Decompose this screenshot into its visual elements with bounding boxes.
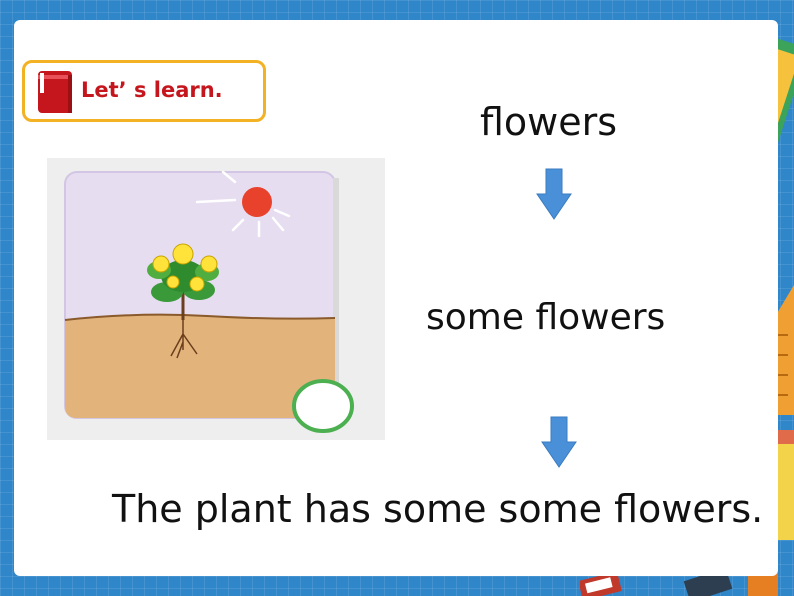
down-arrow-icon xyxy=(536,168,572,220)
flower-plant-icon xyxy=(147,243,219,320)
badge-title: Let’ s learn. xyxy=(81,78,223,102)
books-decoration-bottom xyxy=(580,568,778,596)
down-arrow-icon xyxy=(541,416,577,468)
answer-circle-icon xyxy=(292,379,354,433)
slide: Let’ s learn. fl xyxy=(14,20,778,576)
sentence: The plant has some some flowers. xyxy=(112,487,764,531)
pencil-decoration-right xyxy=(774,430,794,540)
lets-learn-badge: Let’ s learn. xyxy=(22,60,266,122)
book-icon xyxy=(38,71,72,113)
plant-illustration xyxy=(47,158,385,440)
phrase-some-flowers: some flowers xyxy=(426,297,666,338)
word-flowers: flowers xyxy=(480,100,618,144)
sun-icon xyxy=(195,170,291,238)
